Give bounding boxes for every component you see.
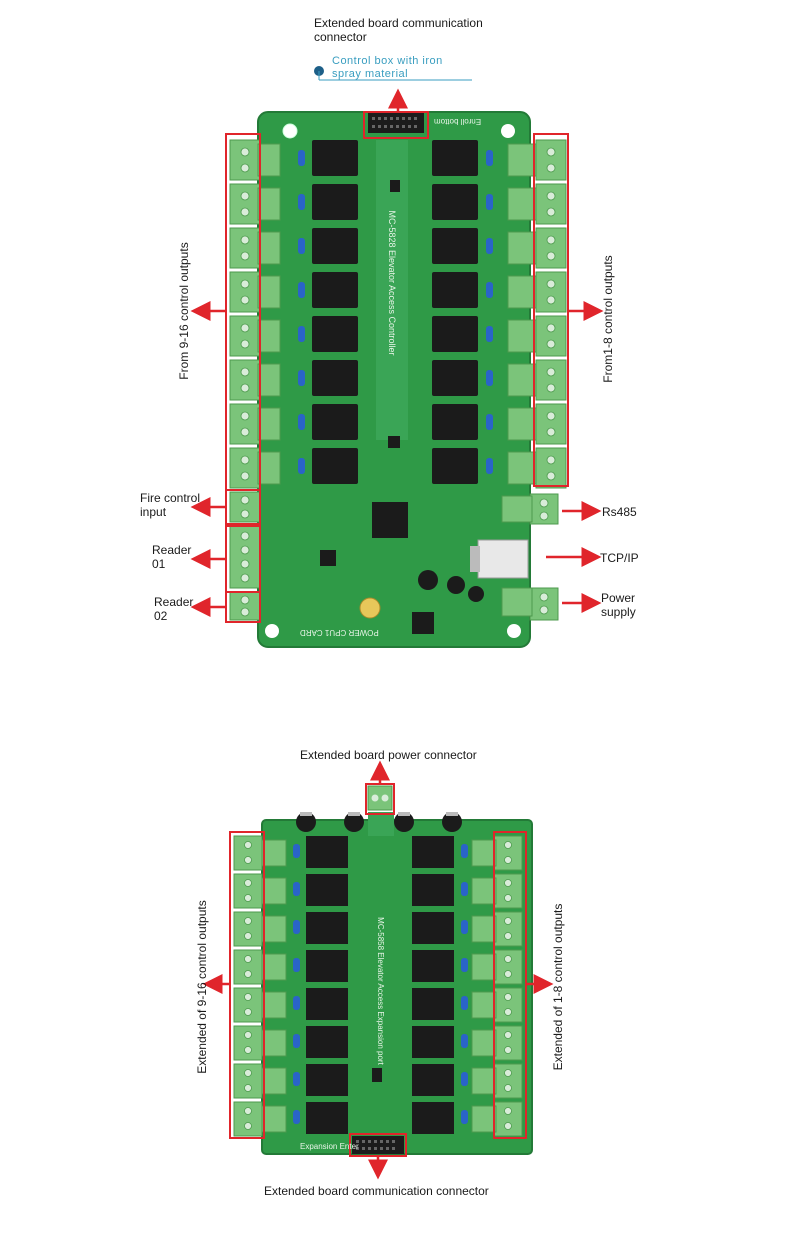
board-bottom-silk: POWER CPU1 CARD: [300, 628, 379, 637]
power-connector-label: Extended board power connector: [300, 748, 477, 762]
top-arrows: [190, 88, 604, 617]
main-controller-board: [229, 111, 567, 648]
expansion-left-outputs-label: Extended of 9-16 control outputs: [195, 900, 209, 1074]
power-supply-label: Power supply: [601, 591, 636, 619]
expansion-bottom-silk: Expansion Enter: [300, 1142, 359, 1151]
control-box-note: Control box with iron spray material: [332, 55, 443, 80]
reader-01-label: Reader 01: [152, 543, 192, 571]
expansion-board-silk-text: MC-5858 Elevator Access Expansion port: [376, 917, 385, 1065]
top-connector-label: Extended board communication connector: [314, 16, 483, 44]
expansion-right-outputs-label: Extended of 1-8 control outputs: [551, 903, 565, 1071]
board-silk-text: MC-5828 Elevator Access Controller: [387, 210, 397, 356]
right-outputs-label: From1-8 control outputs: [601, 255, 615, 383]
left-outputs-label: From 9-16 control outputs: [177, 242, 191, 380]
board-top-silk: Enroll bottom: [434, 117, 482, 126]
expansion-board: [233, 785, 533, 1155]
fire-control-label: Fire control input: [140, 491, 201, 519]
rs485-label: Rs485: [602, 505, 637, 519]
control-box-callout-line: [314, 66, 472, 81]
tcpip-label: TCP/IP: [600, 551, 639, 565]
bottom-connector-label: Extended board communication connector: [264, 1184, 489, 1198]
bottom-arrows: [202, 760, 554, 1180]
reader-02-label: Reader 02: [154, 595, 194, 623]
